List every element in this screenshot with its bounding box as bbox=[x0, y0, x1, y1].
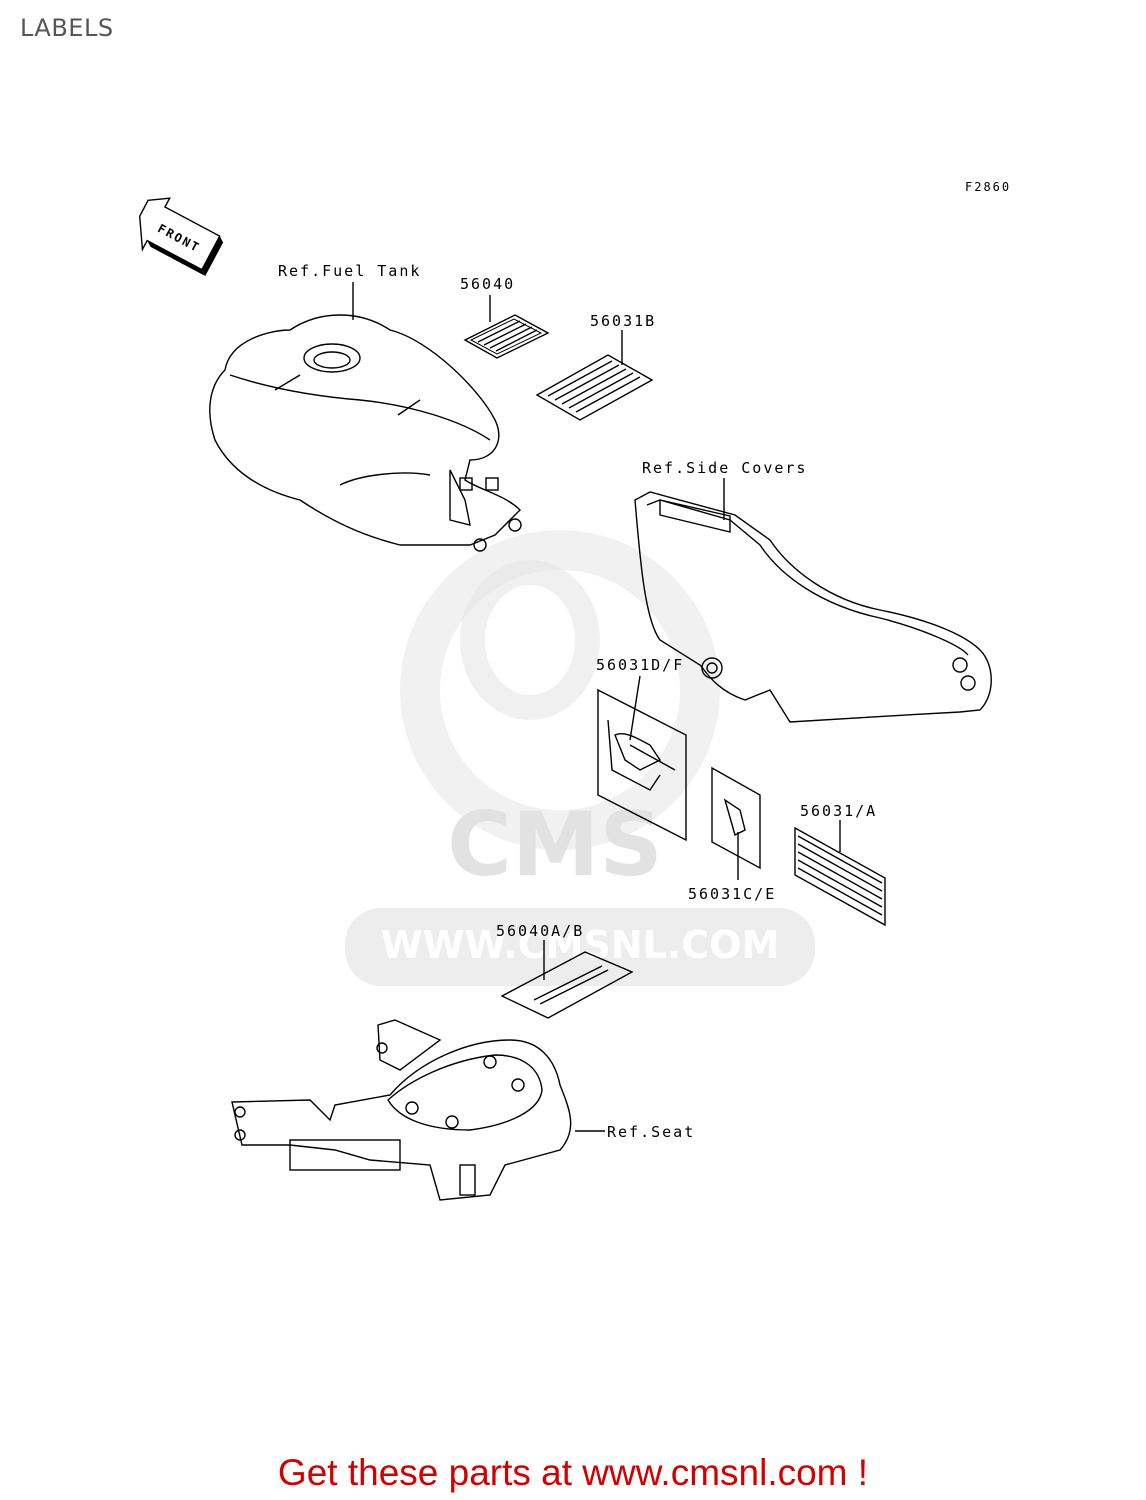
promo-link[interactable]: Get these parts at www.cmsnl.com ! bbox=[277, 1452, 869, 1493]
label-56031a: 56031/A bbox=[800, 802, 877, 820]
side-covers-drawing bbox=[634, 491, 992, 723]
label-56040ab: 56040A/B bbox=[496, 922, 584, 940]
figure-code: F2860 bbox=[965, 180, 1011, 194]
watermark-url: WWW.CMSNL.COM bbox=[381, 923, 780, 967]
label-56031ce: 56031C/E bbox=[688, 885, 776, 903]
page-title: LABELS bbox=[20, 14, 114, 42]
watermark-logo-text: CMS bbox=[447, 793, 663, 896]
seat-drawing bbox=[231, 1019, 572, 1201]
label-56031df: 56031D/F bbox=[596, 656, 684, 674]
fuel-tank-drawing bbox=[209, 314, 522, 552]
part-56031df-decal bbox=[597, 688, 687, 842]
watermark-logo: CMS WWW.CMSNL.COM bbox=[345, 530, 815, 986]
label-side-covers: Ref.Side Covers bbox=[642, 459, 807, 477]
part-56031a-decal bbox=[794, 826, 886, 927]
front-arrow-icon: FRONT bbox=[138, 197, 224, 277]
label-56040: 56040 bbox=[460, 275, 515, 293]
part-56031ce-decal bbox=[711, 766, 761, 870]
part-56040-decal bbox=[463, 314, 550, 359]
label-seat: Ref.Seat bbox=[607, 1123, 695, 1141]
part-56031b-decal bbox=[535, 354, 654, 421]
label-fuel-tank: Ref.Fuel Tank bbox=[278, 262, 421, 280]
part-56040ab-decal bbox=[500, 951, 634, 1019]
label-56031b: 56031B bbox=[590, 312, 656, 330]
